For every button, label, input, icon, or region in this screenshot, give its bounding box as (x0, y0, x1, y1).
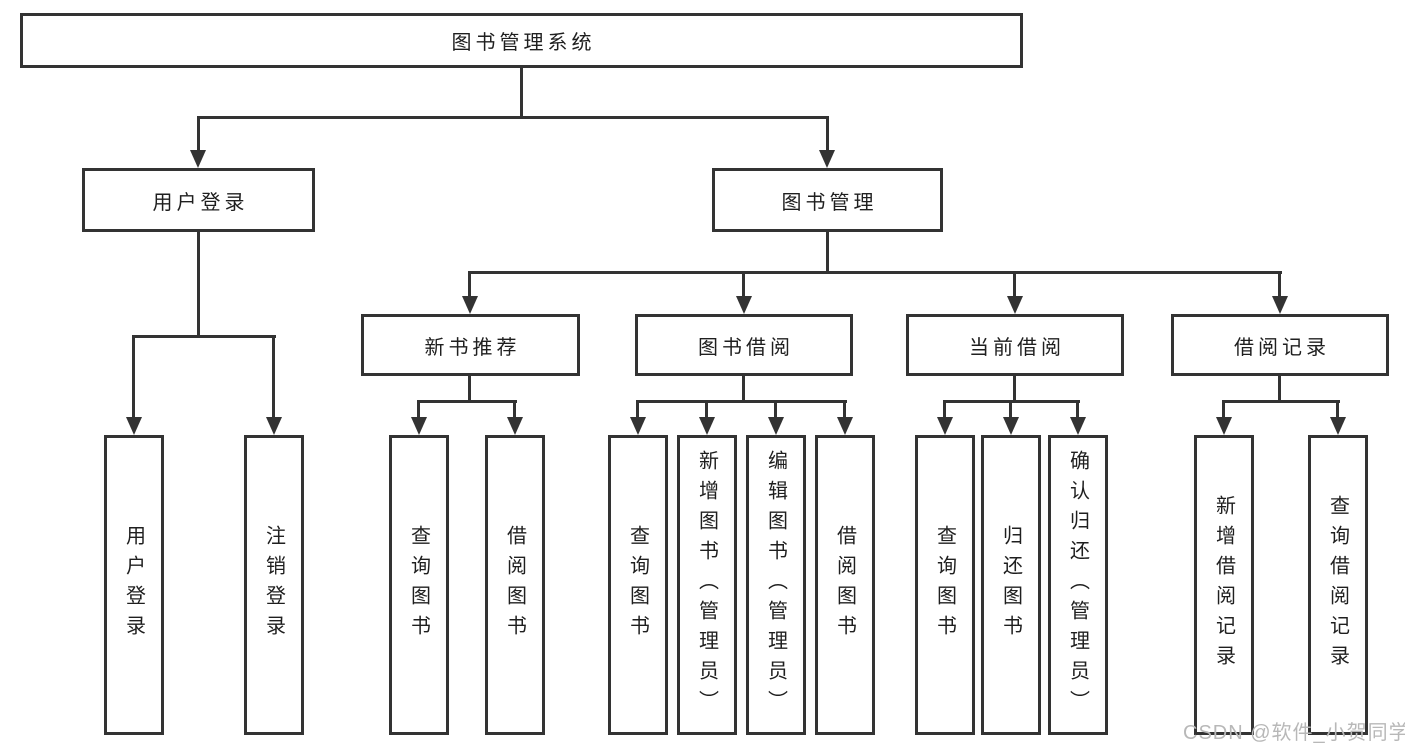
leaf-query-books-recommend: 查询图书 (389, 435, 449, 735)
connector-user-login-rail (132, 335, 276, 338)
connector-drop (1009, 400, 1012, 419)
node-user-login: 用户登录 (82, 168, 315, 232)
connector-drop (843, 400, 846, 419)
connector-drop (1076, 400, 1079, 419)
arrow-down-icon (1216, 417, 1232, 435)
arrow-down-icon (699, 417, 715, 435)
connector-drop-leaf-user-login (132, 335, 135, 419)
leaf-user-login: 用户登录 (104, 435, 164, 735)
node-borrowing-records: 借阅记录 (1171, 314, 1389, 376)
connector-drop-book-management (826, 116, 829, 152)
arrow-down-icon (1007, 296, 1023, 314)
node-book-borrowing: 图书借阅 (635, 314, 853, 376)
watermark: CSDN @软件_小贺同学 (1183, 722, 1405, 744)
leaf-confirm-return-admin: 确认归还（管理员） (1048, 435, 1108, 735)
connector-drop (636, 400, 639, 419)
arrow-down-icon (266, 417, 282, 435)
connector-new-book-recommend-rail (417, 400, 517, 403)
connector-current-borrowing-stem (1013, 376, 1016, 402)
arrow-down-icon (1070, 417, 1086, 435)
connector-drop-borrowing-records (1278, 271, 1281, 298)
arrow-down-icon (1272, 296, 1288, 314)
leaf-edit-book-admin: 编辑图书（管理员） (746, 435, 806, 735)
node-new-book-recommend: 新书推荐 (361, 314, 580, 376)
connector-drop-user-login (197, 116, 200, 152)
connector-drop (1336, 400, 1339, 419)
connector-drop (943, 400, 946, 419)
connector-drop-book-borrowing (742, 271, 745, 298)
leaf-query-borrow-record: 查询借阅记录 (1308, 435, 1368, 735)
leaf-return-books: 归还图书 (981, 435, 1041, 735)
node-library-management-system: 图书管理系统 (20, 13, 1023, 68)
leaf-query-books-borrowing: 查询图书 (608, 435, 668, 735)
connector-drop (513, 400, 516, 419)
arrow-down-icon (736, 296, 752, 314)
leaf-borrow-books-recommend: 借阅图书 (485, 435, 545, 735)
leaf-borrow-books-borrowing: 借阅图书 (815, 435, 875, 735)
connector-root-stem (520, 68, 523, 116)
connector-drop (417, 400, 420, 419)
arrow-down-icon (937, 417, 953, 435)
node-book-management: 图书管理 (712, 168, 943, 232)
connector-drop (705, 400, 708, 419)
connector-drop (1222, 400, 1225, 419)
arrow-down-icon (462, 296, 478, 314)
leaf-query-books-current: 查询图书 (915, 435, 975, 735)
connector-book-management-rail (468, 271, 1282, 274)
connector-new-book-recommend-stem (468, 376, 471, 402)
connector-book-borrowing-stem (742, 376, 745, 402)
connector-book-borrowing-rail (636, 400, 847, 403)
arrow-down-icon (126, 417, 142, 435)
connector-drop (774, 400, 777, 419)
arrow-down-icon (1330, 417, 1346, 435)
connector-drop-leaf-logout (272, 335, 275, 419)
arrow-down-icon (411, 417, 427, 435)
leaf-logout: 注销登录 (244, 435, 304, 735)
connector-borrowing-records-stem (1278, 376, 1281, 402)
connector-user-login-stem (197, 232, 200, 336)
leaf-add-borrow-record: 新增借阅记录 (1194, 435, 1254, 735)
arrow-down-icon (190, 150, 206, 168)
leaf-add-book-admin: 新增图书（管理员） (677, 435, 737, 735)
connector-drop-new-book-recommend (468, 271, 471, 298)
connector-drop-current-borrowing (1013, 271, 1016, 298)
arrow-down-icon (630, 417, 646, 435)
arrow-down-icon (1003, 417, 1019, 435)
arrow-down-icon (507, 417, 523, 435)
node-current-borrowing: 当前借阅 (906, 314, 1124, 376)
arrow-down-icon (819, 150, 835, 168)
arrow-down-icon (768, 417, 784, 435)
arrow-down-icon (837, 417, 853, 435)
connector-book-management-stem (826, 232, 829, 273)
connector-borrowing-records-rail (1222, 400, 1340, 403)
connector-root-rail (197, 116, 829, 119)
